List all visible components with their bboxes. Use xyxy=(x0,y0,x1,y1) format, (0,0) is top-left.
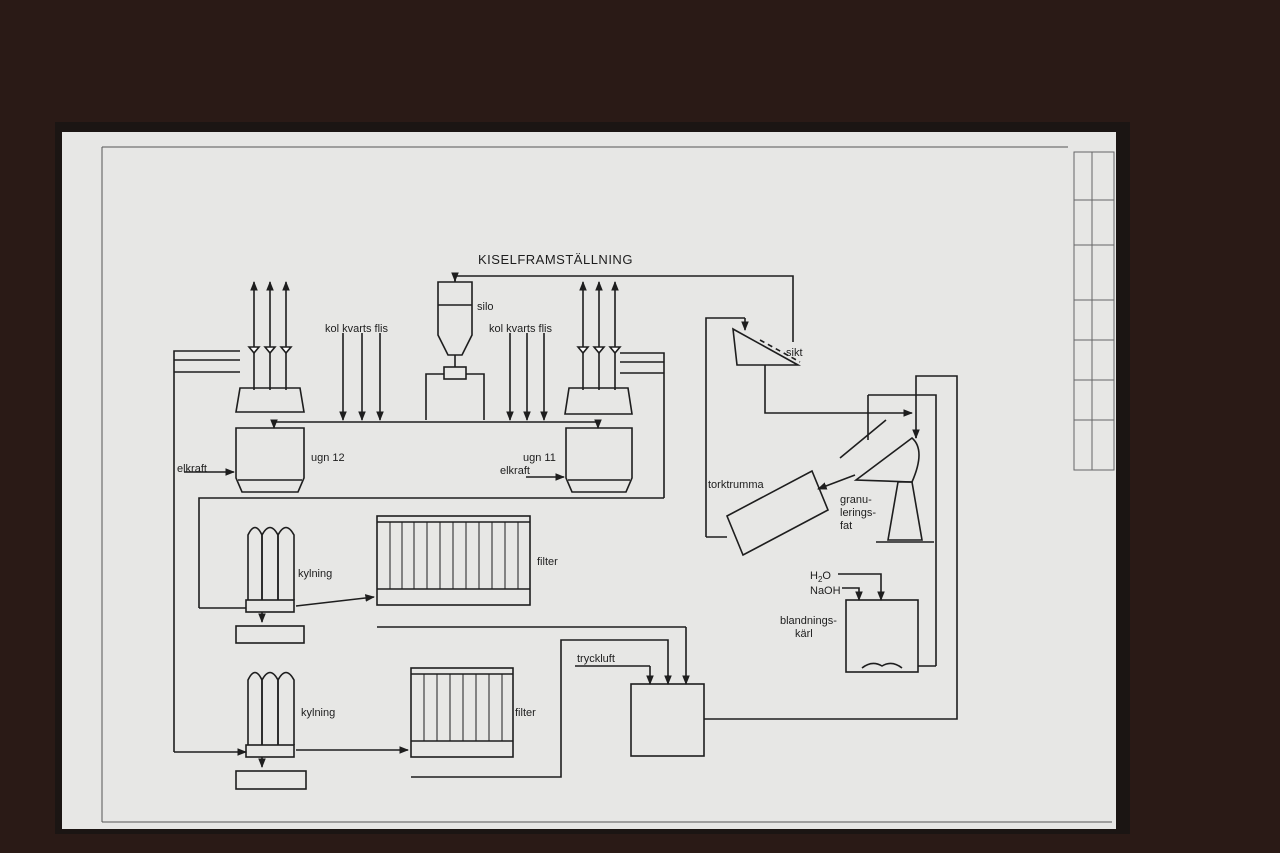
label-tryckluft: tryckluft xyxy=(577,653,615,665)
label-granulation-2: lerings- xyxy=(840,507,876,519)
dryer-drum xyxy=(725,469,830,557)
exhaust-arrows-left xyxy=(247,281,293,390)
silo xyxy=(425,281,485,420)
label-ugn-11: ugn 11 xyxy=(523,452,556,464)
label-inputs-right: kol kvarts flis xyxy=(489,323,552,335)
label-granulation-3: fat xyxy=(840,520,852,532)
label-h2o-h: H xyxy=(810,570,818,582)
label-torktrumma: torktrumma xyxy=(708,479,765,491)
cooling-unit-2 xyxy=(235,671,307,790)
furnace-ugn-11 xyxy=(565,427,633,493)
furnace-ugn-12 xyxy=(235,427,305,493)
label-naoh: NaOH xyxy=(810,585,841,597)
cooling-unit-1 xyxy=(235,526,305,644)
label-ugn-12: ugn 12 xyxy=(311,452,345,464)
sheet-border xyxy=(101,146,1112,823)
label-mixing-1: blandnings- xyxy=(780,615,837,627)
filter-unit-2 xyxy=(410,667,514,758)
hood-right xyxy=(564,387,633,415)
title-block xyxy=(1073,151,1115,471)
sieve xyxy=(732,327,802,366)
label-silo: silo xyxy=(477,301,494,313)
feed-inputs-left xyxy=(339,333,384,421)
diagram-title: KISELFRAMSTÄLLNING xyxy=(478,252,633,267)
feed-inputs-right xyxy=(506,333,548,421)
label-elkraft-left: elkraft xyxy=(177,463,207,475)
filter-unit-1 xyxy=(376,515,531,606)
gas-lines xyxy=(173,350,665,752)
label-h2o: H2O xyxy=(810,570,831,584)
label-inputs-left: kol kvarts flis xyxy=(325,323,388,335)
granulation-pan xyxy=(839,394,937,666)
label-kylning-1: kylning xyxy=(298,568,332,580)
label-sikt: sikt xyxy=(786,347,803,359)
label-h2o-sub: 2 xyxy=(818,575,823,584)
collection-box xyxy=(630,683,705,757)
label-h2o-o: O xyxy=(822,570,831,582)
label-filter-1: filter xyxy=(537,556,558,568)
label-granulation-1: granu- xyxy=(840,494,872,506)
exhaust-arrows-right xyxy=(576,281,622,390)
hood-left xyxy=(235,387,305,413)
label-filter-2: filter xyxy=(515,707,536,719)
mixing-vessel xyxy=(845,599,919,673)
label-mixing-2: kärl xyxy=(795,628,813,640)
label-kylning-2: kylning xyxy=(301,707,335,719)
label-elkraft-right: elkraft xyxy=(500,465,530,477)
